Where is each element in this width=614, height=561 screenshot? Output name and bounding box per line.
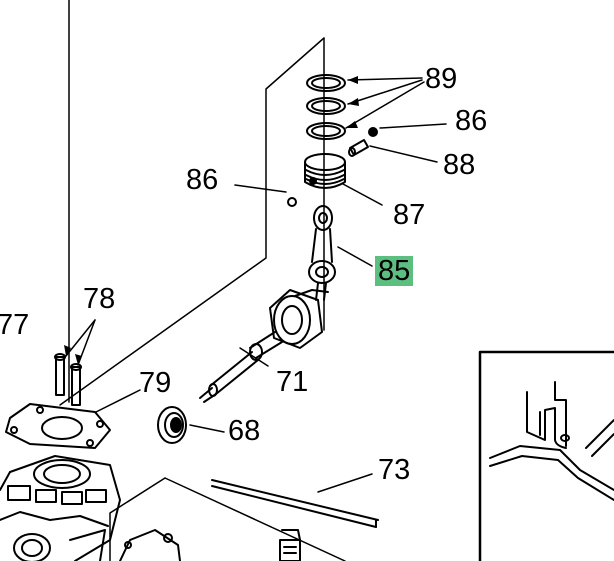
- pin-clip-right: [368, 127, 378, 137]
- arrowheads: [64, 76, 359, 365]
- crankshaft: [199, 289, 329, 403]
- callout-87: 87: [393, 199, 426, 231]
- crankcase-fragment: [119, 529, 181, 561]
- callout-78: 78: [83, 283, 116, 315]
- screws: [54, 353, 82, 406]
- callout-86-left: 86: [186, 164, 219, 196]
- frame-lines: [59, 0, 346, 561]
- callout-89: 89: [425, 63, 458, 95]
- inset-box: [478, 350, 614, 561]
- callout-68: 68: [228, 415, 261, 447]
- callout-73: 73: [378, 454, 411, 486]
- rod: [211, 479, 379, 528]
- callout-86-right: 86: [455, 105, 488, 137]
- spark-plug-fragment: [279, 529, 301, 561]
- leader-lines: [65, 77, 447, 493]
- callout-79: 79: [139, 367, 172, 399]
- piston-rings: [306, 74, 346, 140]
- bearing: [157, 406, 187, 444]
- callout-77: 77: [0, 309, 30, 341]
- piston: [304, 153, 346, 189]
- piston-pin: [348, 139, 369, 157]
- pin-clip-left: [287, 197, 297, 207]
- cylinder-block: [0, 455, 121, 561]
- callout-71: 71: [276, 366, 309, 398]
- callout-88: 88: [443, 149, 476, 181]
- callout-85-highlighted: 85: [375, 256, 414, 286]
- connecting-rod: [308, 205, 336, 301]
- gasket: [5, 403, 111, 449]
